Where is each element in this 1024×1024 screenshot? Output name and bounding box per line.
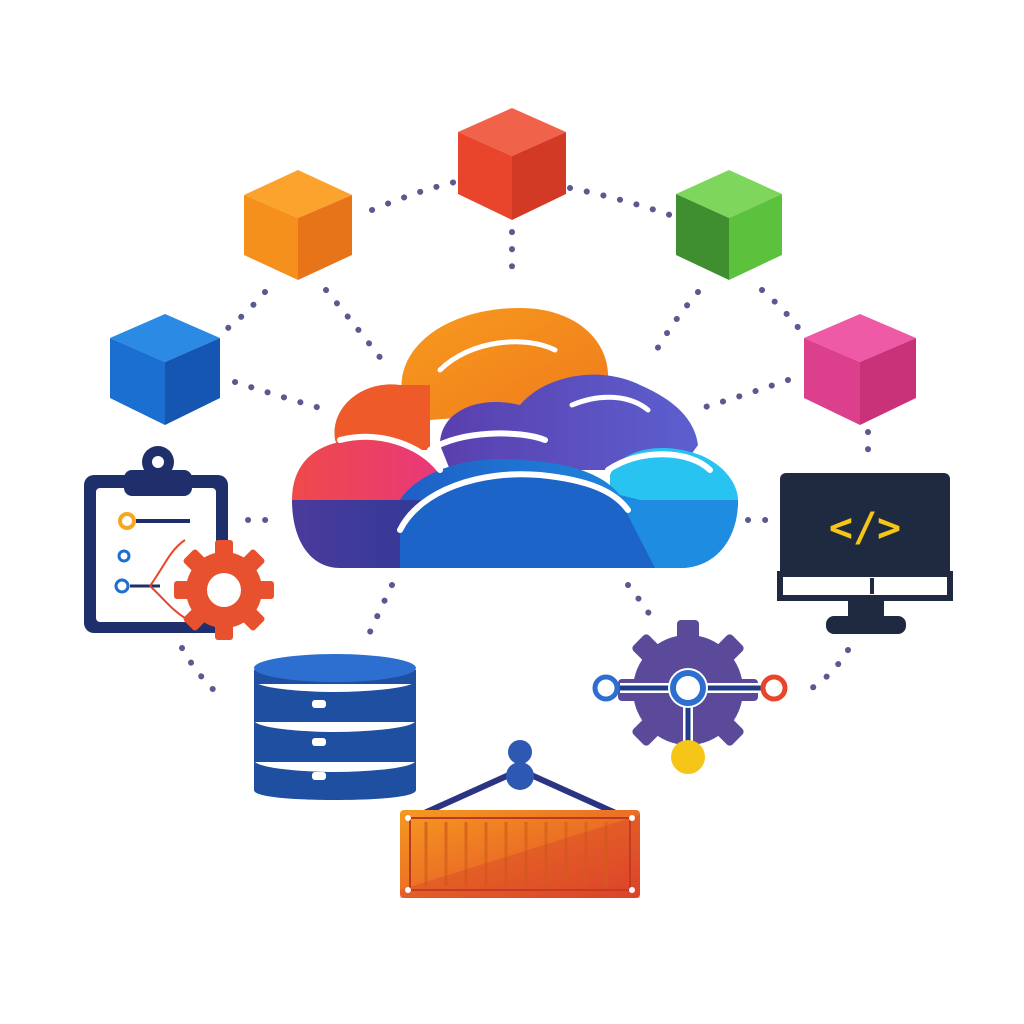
connector-orange-red (369, 179, 458, 213)
gear-icon (174, 540, 274, 640)
connector-green-pink (759, 287, 803, 333)
cloud-blue-wave (400, 474, 660, 568)
clipboard-gear-icon (84, 446, 274, 640)
cloud-cyan-wave (620, 500, 738, 568)
cloud-orange-highlight (437, 339, 558, 373)
connector-green-cloud (649, 289, 701, 361)
cube-red (458, 108, 566, 220)
cube-pink (804, 314, 916, 425)
code-monitor-icon: </> (777, 473, 953, 634)
connector-blue-cloud (232, 379, 323, 411)
code-symbol: </> (829, 505, 901, 551)
cube-orange (244, 170, 352, 280)
connector-cloud-database (367, 582, 395, 635)
cloud-redorange-lobe (334, 384, 430, 450)
connector-monitor-gear (797, 647, 851, 698)
cloud-divider-3 (337, 433, 443, 473)
cube-green (676, 170, 782, 280)
cloud-divider-2 (427, 430, 548, 453)
connector-red-green (567, 185, 673, 218)
connector-orange-blue (225, 289, 268, 331)
gear-network-icon (592, 620, 788, 774)
cloud-purple-highlight (569, 394, 651, 413)
cube-blue (110, 314, 220, 425)
cloud-left-lobe (292, 440, 440, 500)
connector-orange-cloud (323, 287, 385, 363)
cloud-cyan-lobe (610, 447, 738, 500)
shipping-container-icon (400, 740, 640, 898)
cloud-icon (292, 308, 738, 568)
database-icon (254, 654, 416, 800)
connectors (179, 179, 871, 703)
cloud-divider-1 (397, 471, 631, 533)
connector-cloud-gear (625, 582, 653, 618)
cloud-purple-lobe (440, 374, 698, 470)
connector-clipboard-database (179, 645, 228, 703)
connector-pink-cloud (699, 377, 791, 411)
cloud-divider-4 (605, 451, 713, 473)
